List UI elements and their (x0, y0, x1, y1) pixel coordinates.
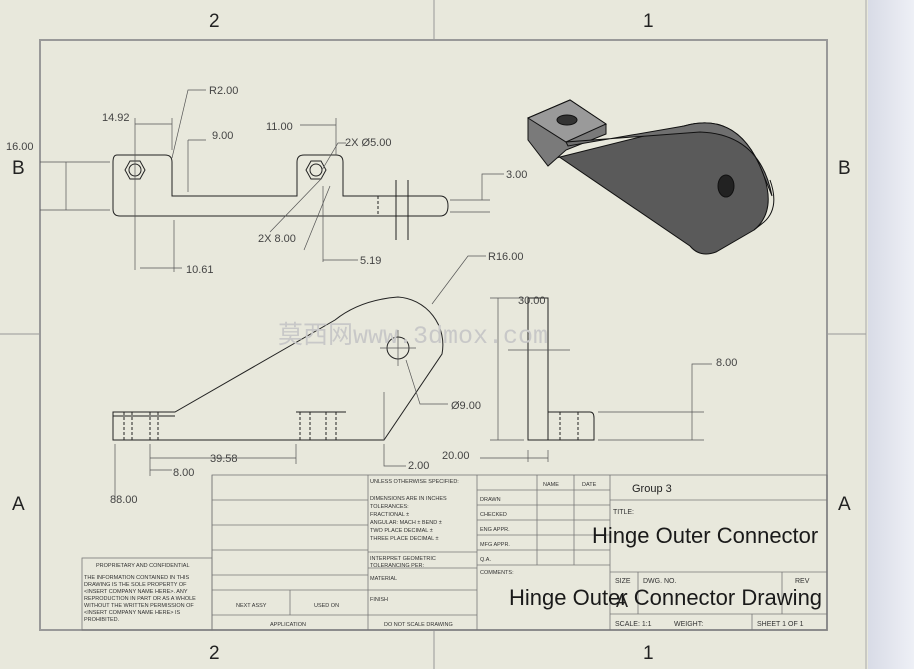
tb-unless-specified: UNLESS OTHERWISE SPECIFIED: (370, 479, 459, 485)
watermark-text: 莫西网www.3dmox.com (278, 321, 548, 351)
zone-label-left-lower: A (12, 494, 25, 515)
tb-title: Hinge Outer Connector (592, 523, 819, 548)
tb-row-mfg: MFG APPR. (480, 542, 510, 548)
dim-800-right: 8.00 (716, 357, 737, 369)
prop-line-3: REPRODUCTION IN PART OR AS A WHOLE (84, 596, 196, 602)
dim-519: 5.19 (360, 255, 381, 267)
zone-label-left-upper: B (12, 158, 25, 179)
tb-tol-3: ANGULAR: MACH ± BEND ± (370, 520, 442, 526)
tb-finish: FINISH (370, 597, 388, 603)
prop-line-4: WITHOUT THE WRITTEN PERMISSION OF (84, 603, 194, 609)
tb-tol-2: FRACTIONAL ± (370, 512, 409, 518)
tb-name-col: NAME (543, 482, 559, 488)
tb-row-checked: CHECKED (480, 512, 507, 518)
tb-interpret-1: TOLERANCING PER: (370, 563, 424, 569)
zone-label-bottom-left: 2 (209, 643, 220, 664)
dim-r1600: R16.00 (488, 251, 523, 263)
front-view (112, 296, 444, 441)
tb-company: Group 3 (632, 483, 672, 495)
dim-900: 9.00 (212, 130, 233, 142)
dim-3958: 39.58 (210, 453, 238, 465)
prop-heading: PROPRIETARY AND CONFIDENTIAL (96, 563, 190, 569)
dim-1100: 11.00 (266, 121, 293, 133)
top-view-dimension-lines (40, 89, 504, 272)
zone-label-bottom-right: 1 (643, 643, 654, 664)
tb-date-col: DATE (582, 482, 597, 488)
tb-tol-4: TWO PLACE DECIMAL ± (370, 528, 433, 534)
tb-row-eng: ENG APPR. (480, 527, 510, 533)
tb-weight: WEIGHT: (674, 621, 703, 628)
dim-2000: 20.00 (442, 450, 470, 462)
dim-8800: 88.00 (110, 494, 138, 506)
drawing-sheet (0, 0, 868, 669)
side-panel (868, 0, 914, 669)
prop-line-6: PROHIBITED. (84, 617, 120, 623)
tb-rev-label: REV (795, 578, 810, 585)
dim-300: 3.00 (506, 169, 527, 181)
tb-material: MATERIAL (370, 576, 397, 582)
tb-interpret-0: INTERPRET GEOMETRIC (370, 556, 436, 562)
dim-hole-900: Ø9.00 (451, 400, 481, 412)
dim-1492: 14.92 (102, 112, 130, 124)
zone-label-right-upper: B (838, 158, 851, 179)
dim-1600: 16.00 (6, 141, 34, 153)
dim-800-bottom: 8.00 (173, 467, 194, 479)
prop-line-1: DRAWING IS THE SOLE PROPERTY OF (84, 582, 187, 588)
tb-title-label: TITLE: (613, 509, 634, 516)
dim-r200: R2.00 (209, 85, 238, 97)
zone-label-top-right: 1 (643, 11, 654, 32)
tb-used-on: USED ON (314, 603, 339, 609)
tb-sheet: SHEET 1 OF 1 (757, 621, 804, 628)
prop-line-5: <INSERT COMPANY NAME HERE> IS (84, 610, 181, 616)
tb-size-value: A (616, 591, 628, 611)
prop-line-0: THE INFORMATION CONTAINED IN THIS (84, 575, 189, 581)
dim-2x-800: 2X 8.00 (258, 233, 296, 245)
tb-tol-5: THREE PLACE DECIMAL ± (370, 536, 439, 542)
dim-200: 2.00 (408, 460, 429, 472)
tb-row-drawn: DRAWN (480, 497, 501, 503)
prop-line-2: <INSERT COMPANY NAME HERE>. ANY (84, 589, 188, 595)
front-view-dimension-lines (114, 255, 486, 500)
tb-do-not-scale: DO NOT SCALE DRAWING (384, 622, 453, 628)
tb-next-assy: NEXT ASSY (236, 603, 267, 609)
tb-row-comments: COMMENTS: (480, 570, 514, 576)
side-view-dimension-lines (480, 297, 712, 462)
tb-dwg-label: DWG. NO. (643, 578, 676, 585)
title-block-grid (81, 474, 828, 631)
dim-3000: 30.00 (518, 295, 546, 307)
zone-label-top-left: 2 (209, 11, 220, 32)
tb-tol-1: TOLERANCES: (370, 504, 409, 510)
tb-row-qa: Q.A. (480, 557, 491, 563)
tb-tol-0: DIMENSIONS ARE IN INCHES (370, 496, 447, 502)
isometric-view (526, 99, 775, 255)
dim-1061: 10.61 (186, 264, 214, 276)
zone-label-right-lower: A (838, 494, 851, 515)
dim-hole-2x: 2X Ø5.00 (345, 137, 391, 149)
zone-ticks (0, 0, 866, 669)
top-view (112, 154, 449, 240)
tb-application: APPLICATION (270, 622, 306, 628)
tb-size-label: SIZE (615, 578, 631, 585)
tb-subtitle: Hinge Outer Connector Drawing (509, 585, 823, 610)
side-view (527, 297, 595, 441)
tb-scale: SCALE: 1:1 (615, 621, 652, 628)
